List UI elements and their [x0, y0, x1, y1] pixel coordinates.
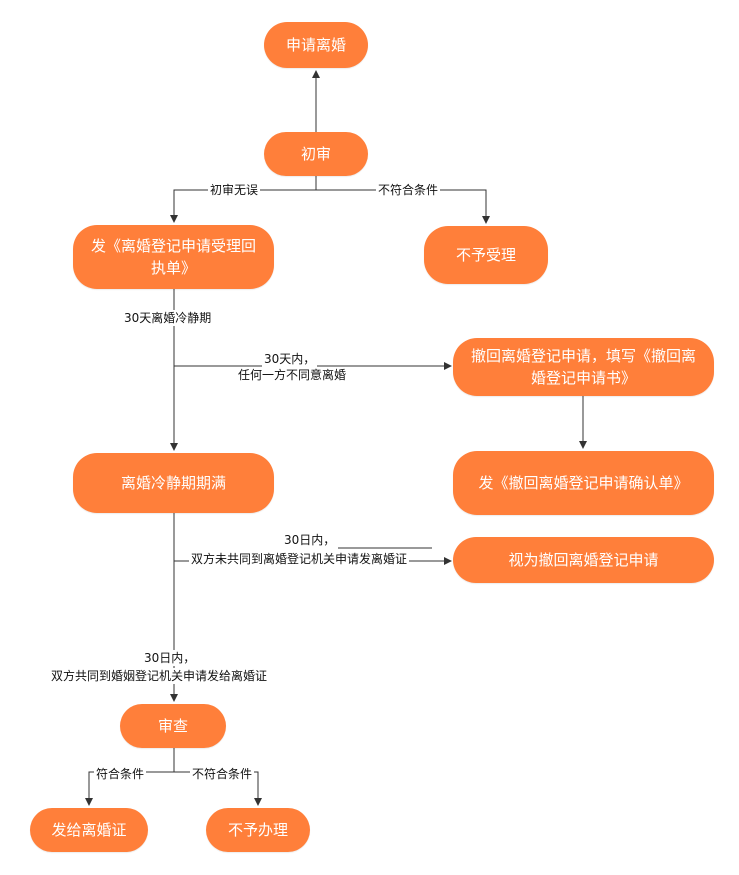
label-within-30d-b-line1: 30日内， [142, 650, 198, 666]
node-cooling-end[interactable]: 离婚冷静期期满 [73, 453, 274, 513]
node-deemed-withdraw[interactable]: 视为撤回离婚登记申请 [453, 537, 714, 583]
node-withdraw-apply[interactable]: 撤回离婚登记申请，填写《撤回离婚登记申请书》 [453, 338, 714, 396]
node-issue-certificate[interactable]: 发给离婚证 [30, 808, 148, 852]
node-issue-receipt[interactable]: 发《离婚登记申请受理回执单》 [73, 225, 274, 289]
node-initial-review[interactable]: 初审 [264, 132, 368, 176]
node-not-process[interactable]: 不予办理 [206, 808, 310, 852]
node-apply[interactable]: 申请离婚 [264, 22, 368, 68]
label-not-qualified-1: 不符合条件 [376, 182, 441, 198]
label-qualified: 符合条件 [94, 766, 147, 782]
label-within-30-line2: 任何一方不同意离婚 [236, 367, 349, 383]
node-reject[interactable]: 不予受理 [424, 226, 548, 284]
edge-to-receipt [170, 189, 316, 223]
label-within-30d-b-line2: 双方共同到婚姻登记机关申请发给离婚证 [49, 668, 270, 684]
node-withdraw-confirm[interactable]: 发《撤回离婚登记申请确认单》 [453, 451, 714, 515]
label-within-30-line1: 30天内， [262, 351, 318, 367]
edge-to-reject [316, 189, 490, 224]
label-no-error: 初审无误 [208, 182, 261, 198]
label-not-qualified-2: 不符合条件 [190, 766, 255, 782]
label-within-30d-a-line2: 双方未共同到离婚登记机关申请发离婚证 [189, 551, 410, 567]
label-within-30d-a-line1: 30日内， [282, 532, 338, 548]
node-review[interactable]: 审查 [120, 704, 226, 748]
label-cooling-period: 30天离婚冷静期 [122, 310, 214, 326]
